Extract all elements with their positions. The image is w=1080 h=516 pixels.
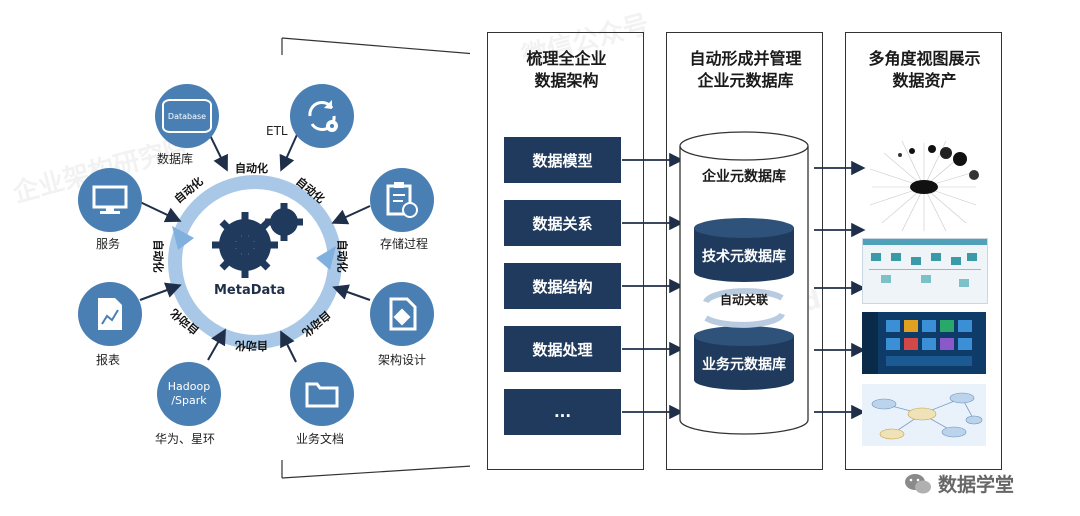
thumb-header-bar	[863, 239, 987, 245]
flow-diagram-thumbnail	[862, 238, 988, 304]
folder-icon	[305, 382, 339, 408]
thumb-tile	[904, 320, 918, 332]
service-label: 服务	[96, 237, 121, 251]
metadata-cycle-graphic	[139, 37, 470, 479]
stored-procedure-label: 存储过程	[380, 237, 429, 251]
etl-icon	[290, 84, 354, 148]
center-title: MetaData	[214, 283, 286, 298]
more-box: ...	[504, 389, 621, 435]
dashboard-thumbnail	[862, 312, 986, 374]
architecture-title-line1: 梳理全企业	[526, 49, 607, 68]
thumb-tile	[922, 338, 936, 350]
auto-link-label: 自动关联	[719, 293, 768, 307]
report-icon	[78, 282, 142, 346]
thumb-tile	[940, 320, 954, 332]
report-doc-icon	[98, 298, 122, 330]
col1-to-col2-arrows	[622, 152, 684, 420]
arch-design-label: 架构设计	[378, 353, 427, 367]
thumb-sidebar	[862, 312, 878, 374]
refresh-gear-icon	[308, 100, 338, 132]
architecture-panel-title: 梳理全企业 数据架构	[489, 48, 644, 92]
metadata-repo-panel	[666, 32, 823, 470]
enterprise-metadata-label: 企业元数据库	[702, 169, 786, 185]
metadata-repo-title-line2: 企业元数据库	[697, 71, 794, 90]
auto-label: 自动化	[235, 162, 268, 175]
data-relation-box: 数据关系	[504, 200, 621, 246]
hadoop-icon-text: Hadoop /Spark	[168, 380, 210, 408]
thumb-tile	[904, 338, 918, 350]
thumb-tile	[886, 320, 900, 332]
thumb-tile	[958, 320, 972, 332]
business-docs-label: 业务文档	[296, 432, 345, 446]
thumb-tile	[958, 338, 972, 350]
asset-view-title-line1: 多角度视图展示	[868, 49, 981, 68]
thumb-tile	[886, 338, 900, 350]
arch-design-icon	[370, 282, 434, 346]
wechat-icon	[905, 473, 931, 493]
database-icon-label: Database	[162, 99, 212, 133]
thumb-bar	[886, 356, 972, 366]
brand-mark: 数据学堂	[904, 470, 1014, 497]
etl-label: ETL	[266, 124, 288, 138]
radial-graph-thumbnail	[869, 140, 979, 232]
hadoop-text: Hadoop	[167, 380, 211, 393]
business-metadata-label: 业务元数据库	[702, 357, 786, 373]
metadata-repo-panel-title: 自动形成并管理 企业元数据库	[668, 48, 823, 92]
hadoop-label: 华为、星环	[155, 432, 216, 446]
thumb-node	[881, 275, 891, 283]
auto-label: 自动化	[235, 339, 268, 352]
monitor-icon	[92, 185, 128, 214]
asset-view-panel-title: 多角度视图展示 数据资产	[847, 48, 1002, 92]
data-model-box: 数据模型	[504, 137, 621, 183]
thumb-node	[921, 275, 931, 283]
thumb-node	[951, 257, 961, 265]
data-processing-box: 数据处理	[504, 326, 621, 372]
thumb-node	[871, 253, 881, 261]
asset-view-title-line2: 数据资产	[892, 71, 957, 90]
design-file-icon	[389, 297, 417, 331]
relation-graph-thumbnail	[862, 384, 986, 446]
thumb-tile	[922, 320, 936, 332]
thumb-node	[891, 253, 901, 261]
tech-metadata-label: 技术元数据库	[702, 249, 786, 265]
architecture-title-line2: 数据架构	[534, 71, 599, 90]
auto-label: 自动化	[335, 239, 349, 273]
col2-to-col3-arrows	[814, 160, 866, 420]
architecture-panel	[487, 32, 644, 470]
clipboard-clock-icon	[386, 182, 418, 218]
brand-name: 数据学堂	[938, 474, 1015, 496]
business-docs-icon	[290, 362, 354, 426]
thumb-node	[959, 279, 969, 287]
auto-label: 自动化	[151, 239, 165, 273]
metadata-repo-title-line1: 自动形成并管理	[689, 49, 802, 68]
thumb-node	[911, 257, 921, 265]
enterprise-metadata-cylinder	[679, 131, 809, 435]
spark-text: /Spark	[171, 394, 207, 407]
database-label: 数据库	[157, 152, 194, 166]
data-structure-box: 数据结构	[504, 263, 621, 309]
asset-view-panel	[845, 32, 1002, 470]
thumb-tile	[940, 338, 954, 350]
stored-procedure-icon	[370, 168, 434, 232]
thumb-node	[931, 253, 941, 261]
hadoop-icon: Hadoop /Spark	[157, 362, 221, 426]
report-label: 报表	[96, 353, 121, 367]
service-icon	[78, 168, 142, 232]
database-icon: Database	[155, 84, 219, 148]
thumb-node	[967, 253, 977, 261]
thumb-line	[869, 269, 981, 270]
